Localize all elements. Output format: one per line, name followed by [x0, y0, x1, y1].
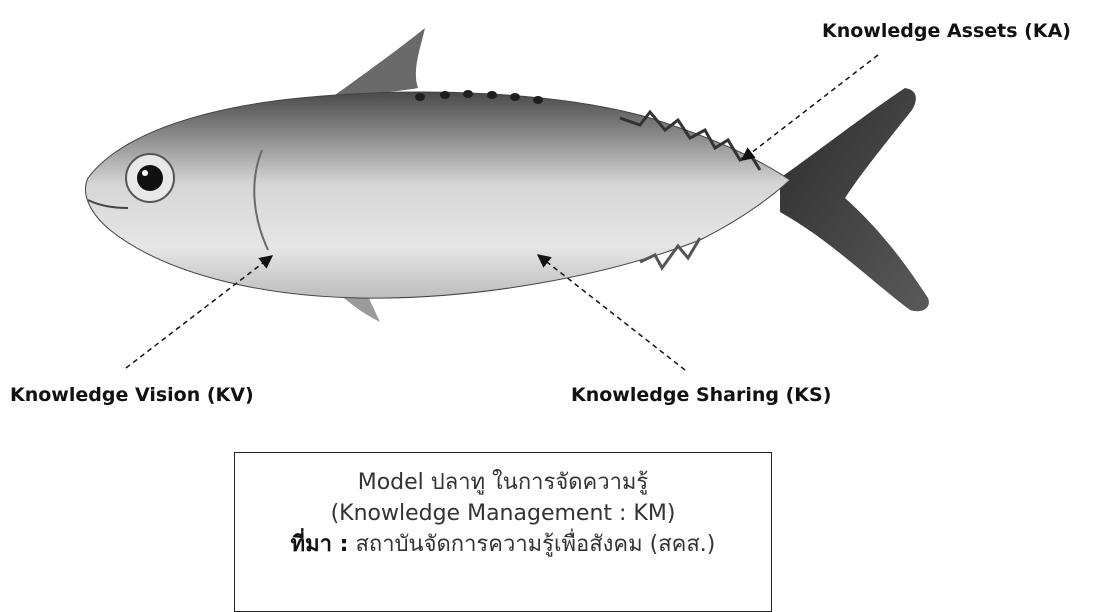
label-knowledge-sharing: Knowledge Sharing (KS) [571, 384, 831, 406]
caption-box: Model ปลาทู ในการจัดความรู้ (Knowledge M… [234, 452, 772, 612]
caption-source: ที่มา : สถาบันจัดการความรู้เพื่อสังคม (ส… [235, 529, 771, 560]
label-knowledge-assets: Knowledge Assets (KA) [822, 20, 1071, 42]
label-knowledge-vision: Knowledge Vision (KV) [10, 384, 254, 406]
source-text: สถาบันจัดการความรู้เพื่อสังคม (สคส.) [348, 532, 715, 557]
source-label: ที่มา : [291, 532, 349, 557]
caption-subtitle: (Knowledge Management : KM) [235, 498, 771, 529]
tail-fin [780, 88, 929, 311]
caption-title: Model ปลาทู ในการจัดความรู้ [235, 467, 771, 498]
fish-body [85, 92, 790, 298]
dorsal-fin [335, 28, 425, 95]
